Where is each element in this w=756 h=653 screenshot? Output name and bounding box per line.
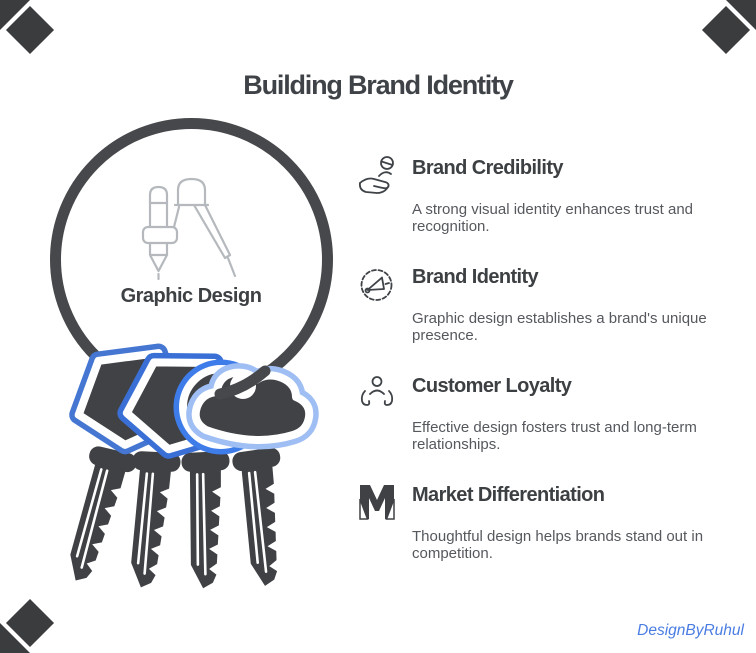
badge-megaphone-icon [357, 264, 397, 304]
m-monogram-icon [357, 482, 397, 522]
item-title: Brand Identity [412, 266, 539, 288]
key-heads [69, 343, 319, 459]
keyring-arc-through-hole [214, 365, 271, 400]
item-description: Graphic design establishes a brand's uni… [412, 310, 707, 344]
drafting-compass-icon [141, 177, 237, 281]
corner-accent-top-right [700, 0, 756, 56]
item-title: Customer Loyalty [412, 375, 572, 397]
list-item-customer-loyalty: Customer Loyalty Effective design foster… [356, 366, 748, 453]
item-title: Brand Credibility [412, 157, 564, 179]
list-item-brand-credibility: Brand Credibility A strong visual identi… [356, 148, 748, 235]
list-item-brand-identity: Brand Identity Graphic design establishe… [356, 257, 748, 344]
center-label: Graphic Design [120, 285, 262, 307]
credit-text: DesignByRuhul [637, 622, 744, 639]
item-title: Market Differentiation [412, 484, 605, 506]
keyring-graphic [50, 118, 333, 591]
page-title: Building Brand Identity [243, 70, 514, 100]
key-shafts [59, 443, 299, 591]
item-description: Thoughtful design helps brands stand out… [412, 528, 704, 562]
item-description: Effective design fosters trust and long-… [412, 419, 697, 453]
list-item-market-differentiation: Market Differentiation Thoughtful design… [356, 475, 748, 562]
item-description: A strong visual identity enhances trust … [412, 201, 694, 235]
corner-accent-top-left [0, 0, 56, 56]
hand-coin-icon [357, 155, 397, 195]
customer-care-icon [357, 373, 397, 413]
